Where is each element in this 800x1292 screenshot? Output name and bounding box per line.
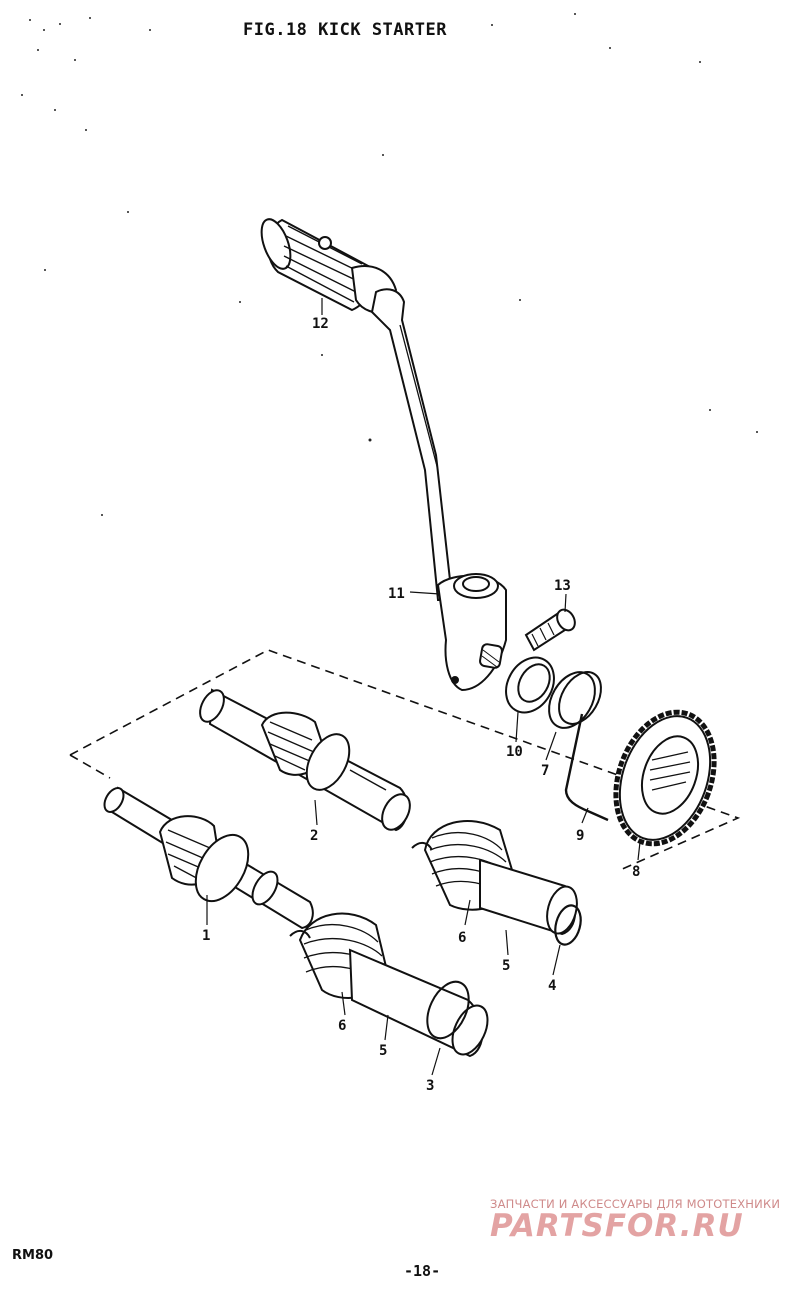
watermark-tagline: ЗАПЧАСТИ И АКСЕССУАРЫ ДЛЯ МОТОТЕХНИКИ bbox=[490, 1197, 781, 1211]
model-code: RM80 bbox=[12, 1248, 54, 1263]
oil-seal bbox=[505, 656, 555, 714]
callout-11: 11 bbox=[388, 586, 405, 602]
callout-10: 10 bbox=[506, 744, 523, 760]
callout-4: 4 bbox=[548, 978, 556, 994]
callout-3: 3 bbox=[426, 1078, 434, 1094]
callout-13: 13 bbox=[554, 578, 571, 594]
callout-8: 8 bbox=[632, 864, 640, 880]
callout-6-upper: 6 bbox=[458, 930, 466, 946]
kick-starter-shaft bbox=[199, 688, 411, 832]
callout-leaders bbox=[206, 298, 641, 1076]
drive-shaft bbox=[103, 786, 314, 930]
callout-7: 7 bbox=[541, 763, 549, 779]
assembly-boundary-dashed bbox=[69, 649, 741, 871]
kick-lever-grip bbox=[260, 218, 398, 314]
callout-9: 9 bbox=[576, 828, 584, 844]
watermark-logo: PARTSFOR.RU bbox=[490, 1208, 744, 1244]
callout-12: 12 bbox=[312, 316, 329, 332]
callout-labels: 1 2 3 4 5 6 7 8 9 10 11 12 13 5 6 bbox=[202, 316, 640, 1094]
callout-5-upper: 5 bbox=[502, 958, 510, 974]
kick-return-spring-upper bbox=[411, 819, 578, 936]
callout-6-lower: 6 bbox=[338, 1018, 346, 1034]
page-number: -18- bbox=[404, 1262, 441, 1280]
kick-lever-arm bbox=[370, 288, 507, 692]
return-spring-wire bbox=[564, 713, 609, 822]
callout-2: 2 bbox=[310, 828, 318, 844]
circlip bbox=[554, 904, 582, 946]
spring-guide bbox=[548, 671, 602, 729]
callout-1: 1 bbox=[202, 928, 210, 944]
kick-return-spring-lower bbox=[289, 912, 489, 1058]
scan-noise bbox=[21, 13, 758, 516]
clamp-bolt bbox=[524, 608, 576, 652]
figure-title: FIG.18 KICK STARTER bbox=[243, 20, 447, 40]
callout-5-lower: 5 bbox=[379, 1043, 387, 1059]
kick-idle-gear bbox=[613, 709, 717, 847]
assembly-boundary-dashed-left bbox=[69, 754, 111, 779]
